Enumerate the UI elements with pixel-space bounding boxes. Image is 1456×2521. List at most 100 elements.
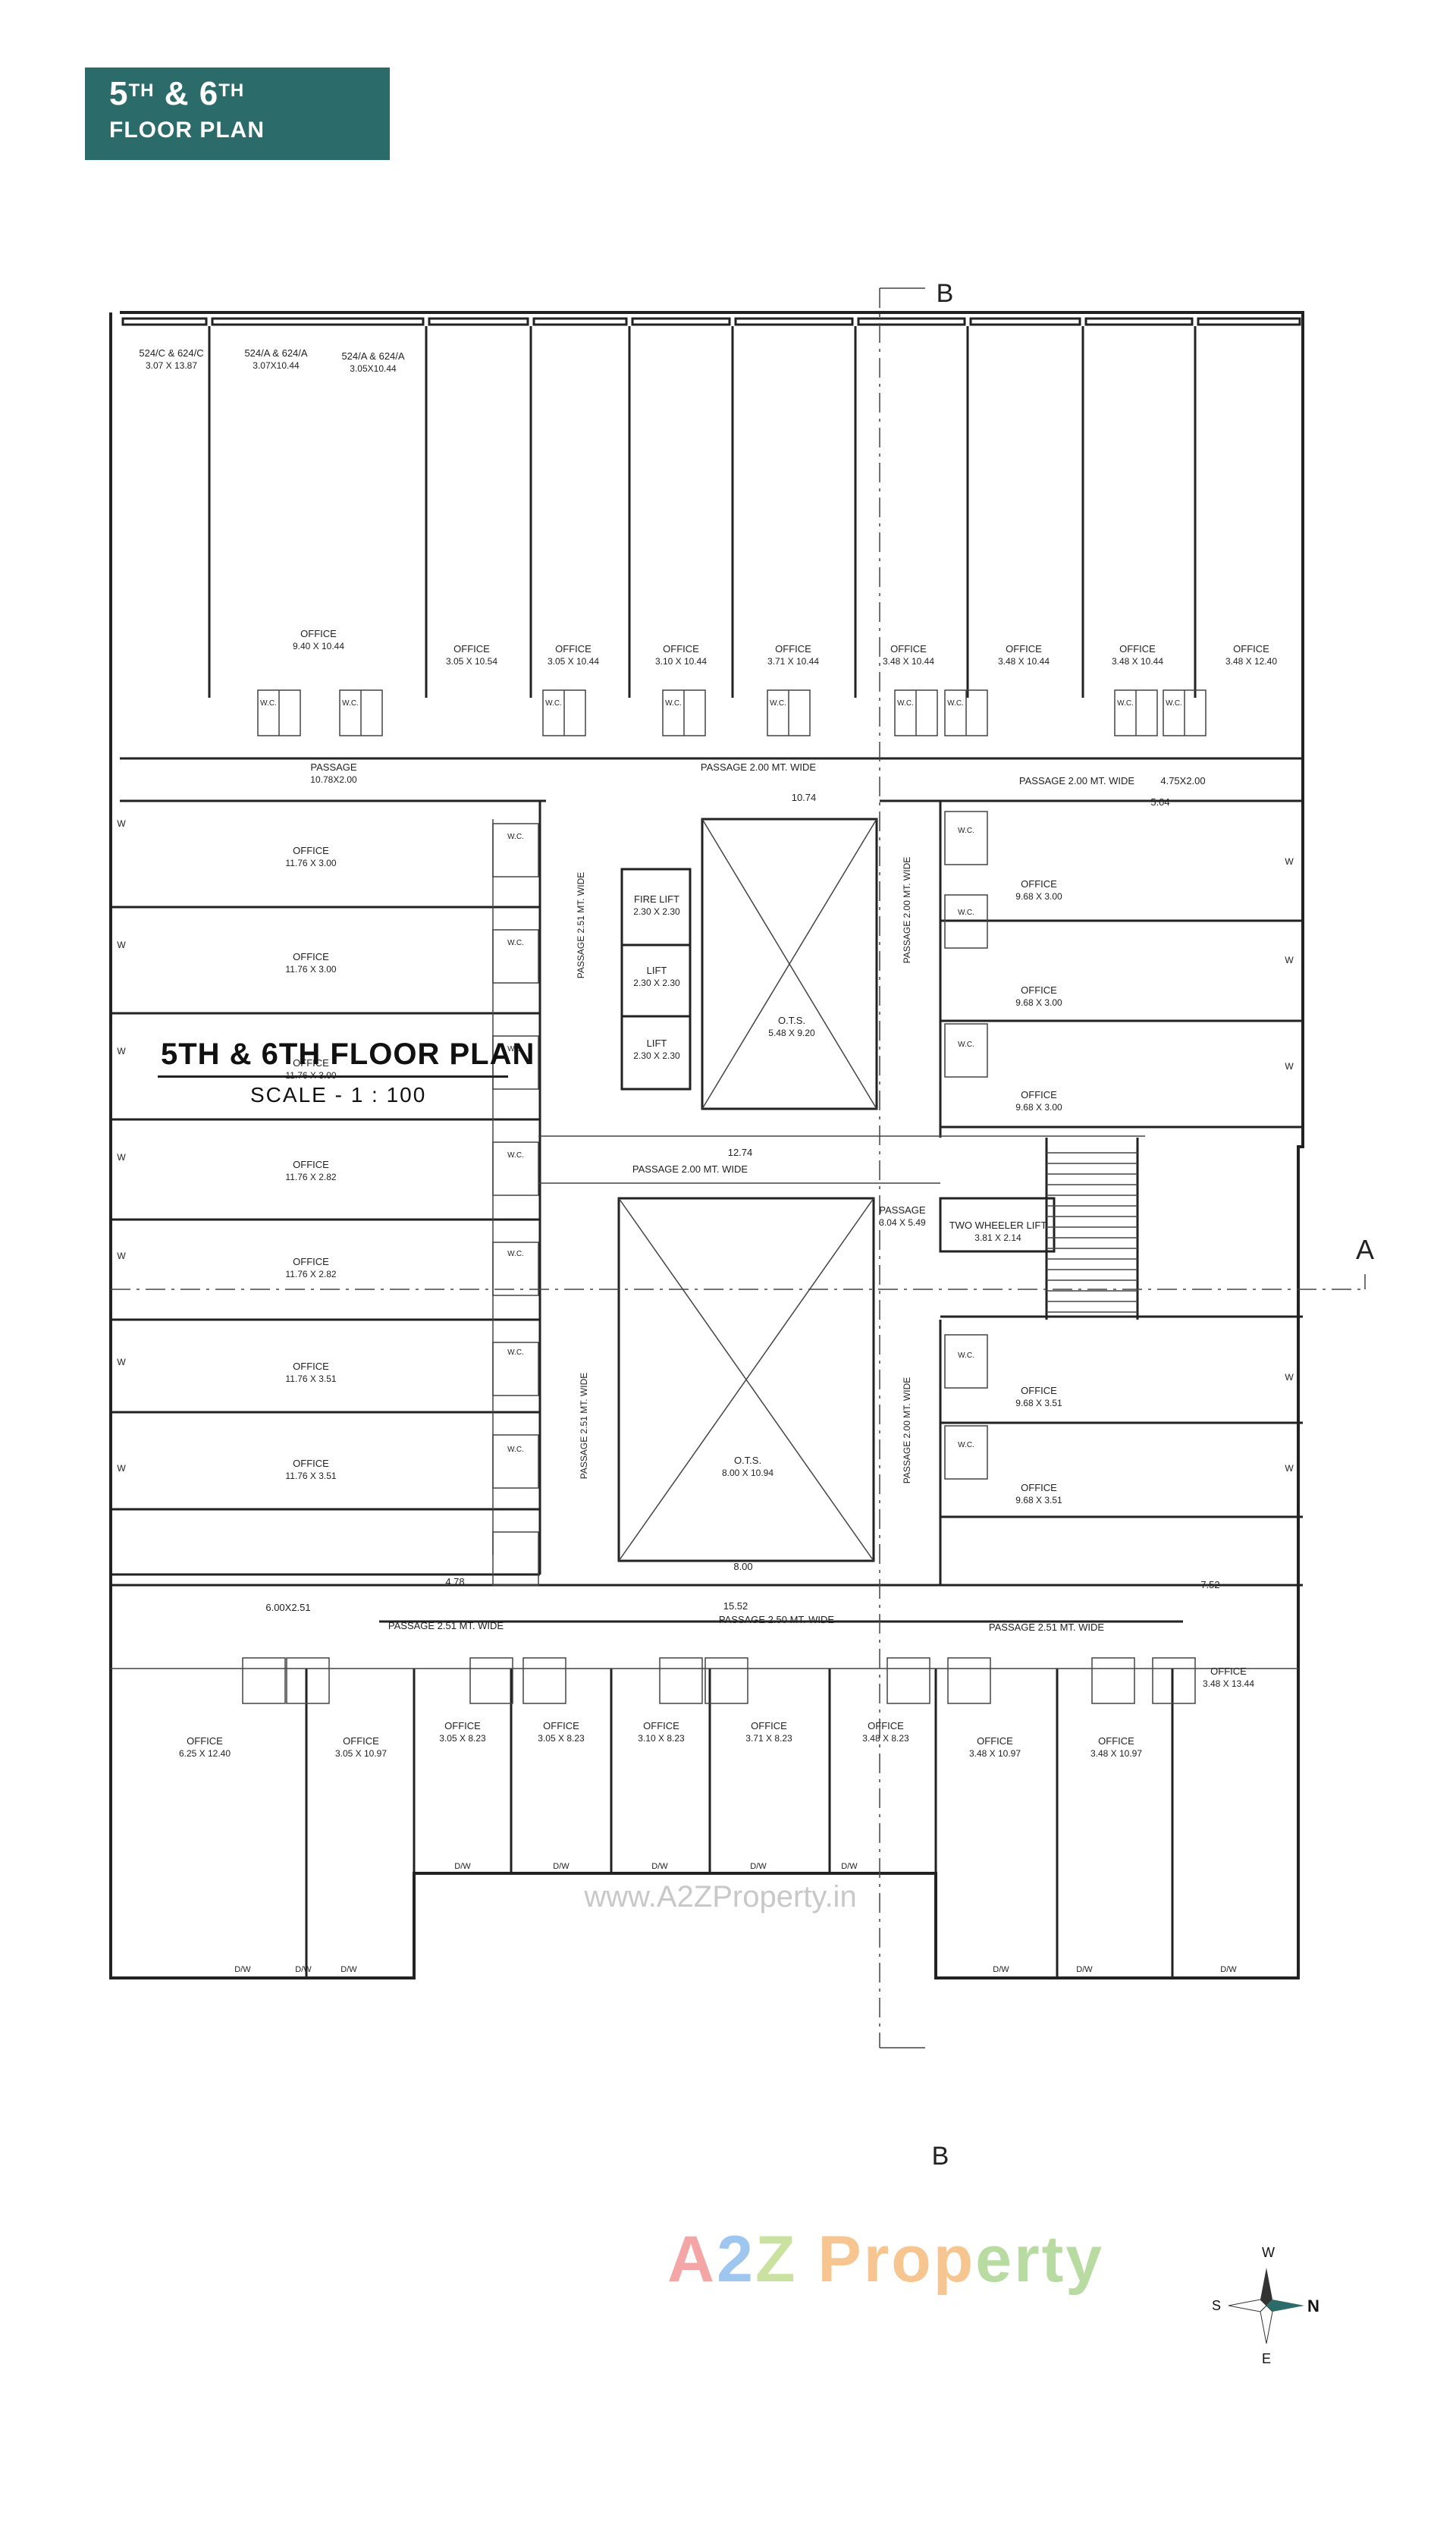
room-size-label: 3.71 X 8.23 [745,1733,792,1744]
wc-block [944,1334,988,1389]
wc-label: W.C. [507,1348,524,1357]
room-label: 6.00X2.51 [265,1602,310,1613]
plan-title: 5TH & 6TH FLOOR PLAN [161,1038,535,1071]
room-label: OFFICE [1119,643,1156,655]
outer-wall [109,311,1304,1979]
room-size-label: 11.76 X 2.82 [285,1269,336,1279]
room-label: 4.75X2.00 [1160,775,1205,786]
top-parapet [1084,317,1194,326]
room-label: OFFICE [293,1361,329,1372]
passage-label-vertical: PASSAGE 2.00 MT. WIDE [902,1377,912,1483]
room-label: O.T.S. [734,1455,761,1466]
room-size-label: 9.40 X 10.44 [293,641,344,651]
wc-block [492,823,539,877]
wc-label: W.C. [770,699,786,708]
room-label: OFFICE [293,1159,329,1170]
top-parapet [121,317,208,326]
top-parapet [428,317,529,326]
wc-block [944,1023,988,1078]
room-size-label: 9.68 X 3.51 [1015,1495,1062,1505]
room-label: TWO WHEELER LIFT [949,1220,1047,1231]
room-label: PASSAGE 2.00 MT. WIDE [701,761,817,773]
room-size-label: 5.48 X 9.20 [768,1028,815,1038]
wall-mark: W [117,940,126,950]
passage-label-vertical: PASSAGE 2.51 MT. WIDE [579,1373,589,1479]
room-size-label: 11.76 X 2.82 [285,1172,336,1182]
wc-block [704,1657,748,1704]
room-label: 12.74 [728,1147,753,1158]
room-label: 524/A & 624/A [244,347,307,359]
top-parapet [969,317,1081,326]
section-label-b-top: B [937,279,954,308]
room-size-label: 2.30 X 2.30 [633,906,680,917]
room-size-label: 3.07X10.44 [253,360,300,371]
room-size-label: 11.76 X 3.51 [285,1374,336,1384]
room-size-label: 3.05 X 8.23 [439,1733,486,1744]
door-label: D/W [993,1965,1009,1974]
room-size-label: 11.76 X 3.00 [285,858,336,868]
top-parapet [532,317,628,326]
room-label: PASSAGE 2.51 MT. WIDE [989,1622,1105,1633]
wall-mark: W [117,1251,126,1261]
room-label: 10.74 [792,792,817,803]
compass-east: E [1262,2351,1272,2366]
room-size-label: 3.10 X 8.23 [638,1733,685,1744]
top-parapet [1197,317,1301,326]
room-size-label: 9.68 X 3.00 [1015,891,1062,902]
room-size-label: 3.07 X 13.87 [146,360,197,371]
wc-label: W.C. [897,699,914,708]
compass-north: N [1307,2297,1320,2315]
room-label: OFFICE [977,1735,1013,1747]
ots-cross [701,818,877,1110]
top-parapet [631,317,731,326]
room-label: OFFICE [1021,1385,1057,1396]
wc-block [944,894,988,949]
top-parapet [734,317,854,326]
room-size-label: 2.30 X 2.30 [633,1050,680,1061]
room-label: OFFICE [543,1720,579,1731]
ots-shaft [617,1197,875,1562]
wc-label: W.C. [507,1045,524,1053]
room-size-label: 3.05 X 8.23 [538,1733,585,1744]
room-size-label: 11.76 X 3.00 [285,964,336,975]
door-label: D/W [295,1965,312,1974]
room-label: OFFICE [1006,643,1042,655]
door-label: D/W [841,1862,858,1871]
room-label: OFFICE [663,643,699,655]
room-label: 15.52 [723,1600,748,1612]
floor-badge: 5TH & 6TH FLOOR PLAN [85,67,390,160]
two-wheeler-lift [939,1197,1056,1253]
door-label: D/W [1220,1965,1237,1974]
room-label: O.T.S. [778,1015,805,1026]
passage-label-vertical: PASSAGE 2.51 MT. WIDE [576,872,586,978]
room-label: OFFICE [1021,1089,1057,1100]
room-label: FIRE LIFT [634,893,679,905]
badge-line-1: 5TH & 6TH [109,75,245,112]
room-label: OFFICE [1233,643,1269,655]
room-label: LIFT [647,1038,667,1049]
room-label: OFFICE [643,1720,679,1731]
wall-mark: W [117,1357,126,1367]
room-size-label: 3.48 X 10.97 [969,1748,1021,1759]
door-label: D/W [1076,1965,1093,1974]
room-label: OFFICE [751,1720,787,1731]
wc-label: W.C. [507,1446,524,1454]
wc-label: W.C. [1117,699,1134,708]
room-size-label: 11.76 X 3.51 [285,1471,336,1481]
section-label-b-bottom: B [932,2142,949,2171]
wc-label: W.C. [545,699,562,708]
room-label: OFFICE [453,643,490,655]
wc-block [492,1141,539,1196]
wc-label: W.C. [947,699,964,708]
room-label: OFFICE [300,628,337,639]
room-size-label: 8.00 X 10.94 [722,1468,774,1478]
room-label: OFFICE [293,951,329,962]
wc-block [492,1531,539,1586]
wc-label: W.C. [507,1250,524,1258]
wall-mark: W [1285,955,1294,965]
room-label: 524/C & 624/C [139,347,203,359]
room-label: OFFICE [343,1735,379,1747]
wc-block [659,1657,703,1704]
wall-mark: W [117,1463,126,1474]
